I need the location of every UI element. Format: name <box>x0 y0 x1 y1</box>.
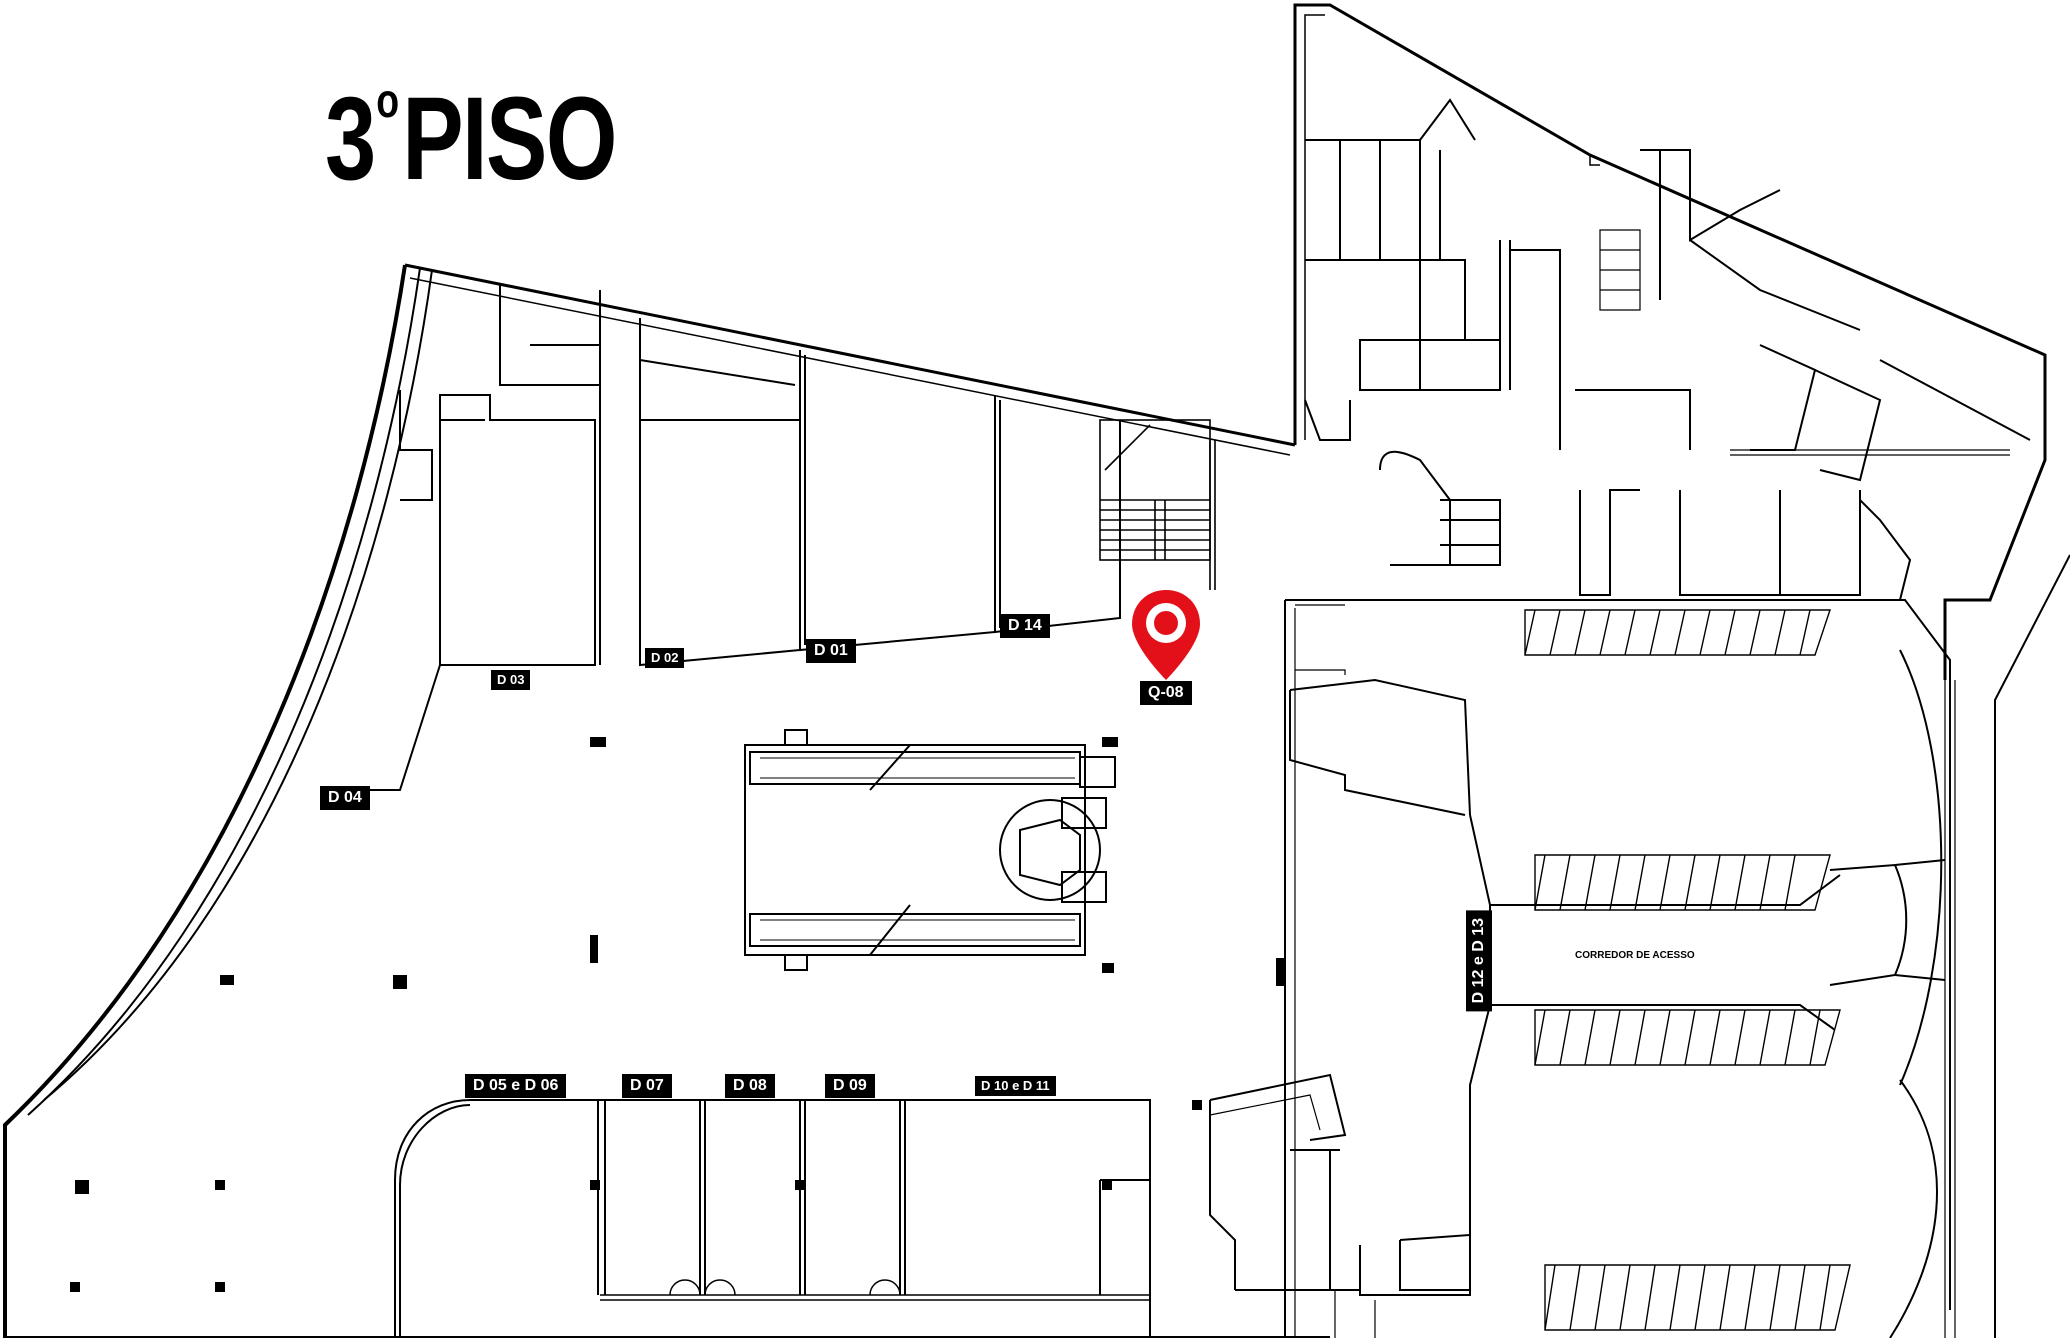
east-corridor <box>1209 599 1951 1338</box>
unit-label-d10-d11[interactable]: D 10 e D 11 <box>975 1076 1056 1096</box>
east-block <box>1293 3 2047 680</box>
unit-label-d09[interactable]: D 09 <box>825 1074 875 1098</box>
hatch-rows <box>1524 609 1851 1331</box>
floor-title: 3oPISO <box>325 75 617 199</box>
location-pin-icon[interactable] <box>1128 588 1204 684</box>
marker-label-q08[interactable]: Q-08 <box>1140 681 1192 705</box>
unit-label-d05-d06[interactable]: D 05 e D 06 <box>465 1074 567 1098</box>
outer-walls <box>2 264 1330 1338</box>
far-east-walls <box>1829 554 2070 1338</box>
unit-label-d14[interactable]: D 14 <box>1000 614 1050 638</box>
central-atrium <box>744 729 1116 971</box>
unit-label-d03[interactable]: D 03 <box>491 670 531 690</box>
unit-label-d07[interactable]: D 07 <box>622 1074 672 1098</box>
floor-word: PISO <box>402 73 617 205</box>
east-rooms <box>1304 98 2031 601</box>
north-shops <box>325 285 1121 791</box>
corridor-label: CORREDOR DE ACESSO <box>1575 950 1695 961</box>
floor-number: 3 <box>325 73 376 205</box>
unit-label-d04[interactable]: D 04 <box>320 786 370 810</box>
north-wall <box>404 263 1296 456</box>
columns <box>70 737 1284 1292</box>
north-stairs <box>1099 419 1216 590</box>
floor-ordinal: o <box>376 75 399 128</box>
unit-label-d08[interactable]: D 08 <box>725 1074 775 1098</box>
unit-label-d12-d13[interactable]: D 12 e D 13 <box>1466 910 1492 1012</box>
unit-label-d01[interactable]: D 01 <box>806 639 856 663</box>
south-shops <box>394 1099 1151 1338</box>
unit-label-d02[interactable]: D 02 <box>645 648 685 668</box>
